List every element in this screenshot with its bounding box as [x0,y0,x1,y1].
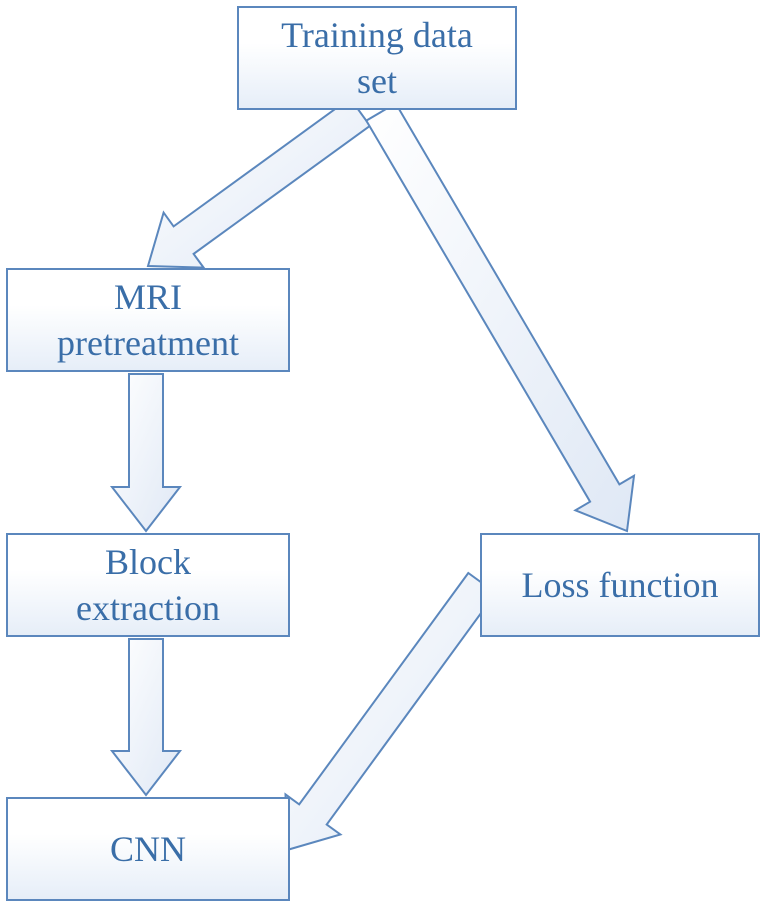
node-cnn: CNN [6,797,290,901]
node-label: MRI pretreatment [57,274,239,366]
node-label-line: set [357,61,397,101]
node-label-line: Block [105,542,191,582]
node-mri-pretreatment: MRI pretreatment [6,268,290,372]
node-label: Loss function [522,562,719,608]
node-label-line: pretreatment [57,323,239,363]
node-label-line: CNN [109,829,186,869]
node-label-line: MRI [113,277,182,317]
node-label: Training data set [281,12,473,104]
node-training-data-set: Training data set [237,6,517,110]
node-label: CNN [110,826,186,872]
arrow-block-to-cnn [109,638,183,797]
arrow-loss-to-cnn [284,571,498,852]
node-label-line: Training data [281,15,473,55]
arrow-training-to-loss [364,102,636,533]
arrow-training-to-mri [146,96,372,269]
node-label: Block extraction [76,539,220,631]
node-label-line: extraction [76,588,220,628]
node-loss-function: Loss function [480,533,760,637]
node-block-extraction: Block extraction [6,533,290,637]
node-label-line: Loss function [521,565,719,605]
arrow-mri-to-block [109,373,183,533]
